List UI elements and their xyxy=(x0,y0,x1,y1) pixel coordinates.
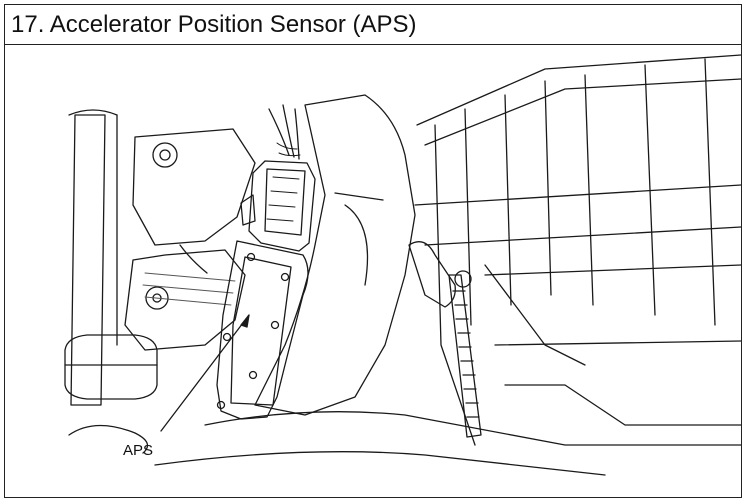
aps-diagram: APS xyxy=(5,45,741,497)
callout-label: APS xyxy=(123,442,153,459)
bolt-upper xyxy=(152,142,178,168)
pedal-arm xyxy=(64,109,158,454)
mounting-housing xyxy=(154,94,741,476)
line-drawing: APS xyxy=(64,54,741,476)
pedal-bracket xyxy=(124,128,256,351)
sensor-connector xyxy=(240,160,316,252)
aps-sensor-body xyxy=(216,240,309,420)
hatched-panel xyxy=(414,54,741,446)
wire-harness xyxy=(268,104,301,160)
figure-frame: 17. Accelerator Position Sensor (APS) xyxy=(4,4,742,498)
return-spring xyxy=(408,241,586,438)
callout-arrow xyxy=(160,314,250,432)
page-title: 17. Accelerator Position Sensor (APS) xyxy=(5,5,741,45)
